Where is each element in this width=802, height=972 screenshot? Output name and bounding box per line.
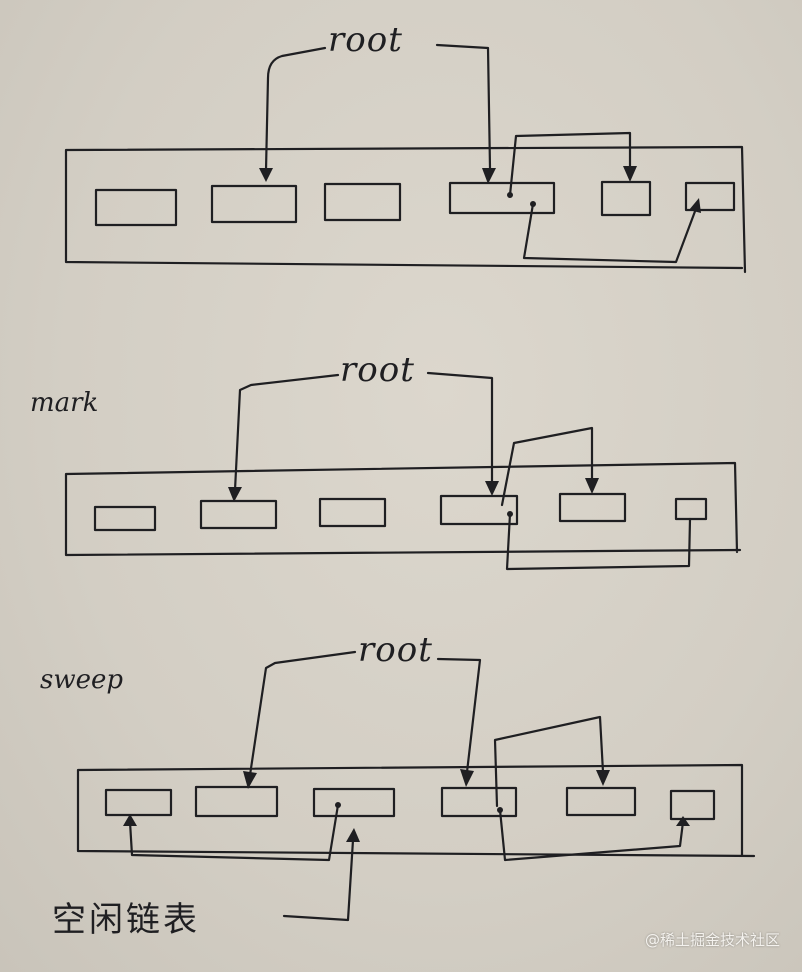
arrowhead — [485, 481, 499, 496]
reference-to-object-6 — [505, 512, 692, 571]
heap-object-4 — [448, 181, 556, 215]
panel-1 — [64, 43, 747, 274]
arrowhead — [482, 168, 496, 184]
arrowhead — [585, 478, 599, 494]
arrowhead — [346, 828, 360, 842]
arrowhead — [596, 770, 610, 786]
reference-to-object-6 — [498, 808, 685, 862]
phase-label-mark: mark — [30, 388, 99, 418]
heap-object-3 — [323, 182, 402, 222]
heap-frame — [64, 461, 742, 557]
root-pointer-right — [426, 371, 494, 485]
heap-object-3-free — [312, 787, 396, 818]
root-pointer-left — [248, 650, 357, 777]
heap-object-5-marked — [558, 492, 627, 523]
heap-object-6-marked — [674, 497, 708, 521]
arrowhead — [460, 769, 474, 787]
reference-to-object-5 — [508, 131, 632, 197]
heap-object-4-marked — [439, 494, 519, 526]
heap-object-3 — [318, 497, 387, 528]
heap-object-1 — [93, 505, 157, 532]
free-list-label: 空闲链表 — [52, 900, 200, 940]
heap-object-5-marked — [565, 786, 637, 817]
heap-frame — [64, 145, 747, 274]
panel-3 — [76, 650, 756, 922]
reference-to-object-5 — [500, 426, 594, 507]
arrowhead — [676, 816, 690, 826]
heap-object-5 — [600, 180, 652, 217]
heap-object-1 — [94, 188, 178, 227]
root-label-panel-3: root — [358, 630, 433, 670]
root-label-panel-2: root — [340, 350, 415, 390]
watermark: @稀土掘金技术社区 — [644, 931, 780, 949]
arrowhead — [259, 168, 273, 182]
heap-object-1-free — [104, 788, 173, 817]
heap-object-6 — [684, 181, 736, 212]
root-pointer-right — [435, 43, 492, 170]
root-pointer-right — [436, 657, 482, 774]
arrowhead — [228, 487, 242, 502]
heap-object-2-marked — [194, 785, 279, 818]
heap-object-4-marked — [440, 786, 518, 818]
arrowhead — [689, 198, 701, 213]
free-list-link — [128, 803, 340, 862]
root-label-panel-1: root — [328, 20, 403, 60]
heap-object-2 — [210, 184, 298, 224]
heap-object-2-marked — [199, 499, 278, 530]
arrowhead — [243, 771, 257, 789]
free-list-head-pointer — [282, 838, 355, 922]
heap-frame — [76, 763, 756, 858]
root-pointer-left — [264, 46, 327, 172]
arrowhead — [123, 814, 137, 826]
arrowhead — [623, 166, 637, 182]
reference-to-object-6 — [522, 202, 699, 264]
reference-to-object-5 — [493, 715, 605, 808]
panel-2 — [64, 371, 742, 571]
heap-object-6-marked — [669, 789, 716, 821]
root-pointer-left — [233, 373, 340, 492]
phase-label-sweep: sweep — [40, 665, 124, 695]
